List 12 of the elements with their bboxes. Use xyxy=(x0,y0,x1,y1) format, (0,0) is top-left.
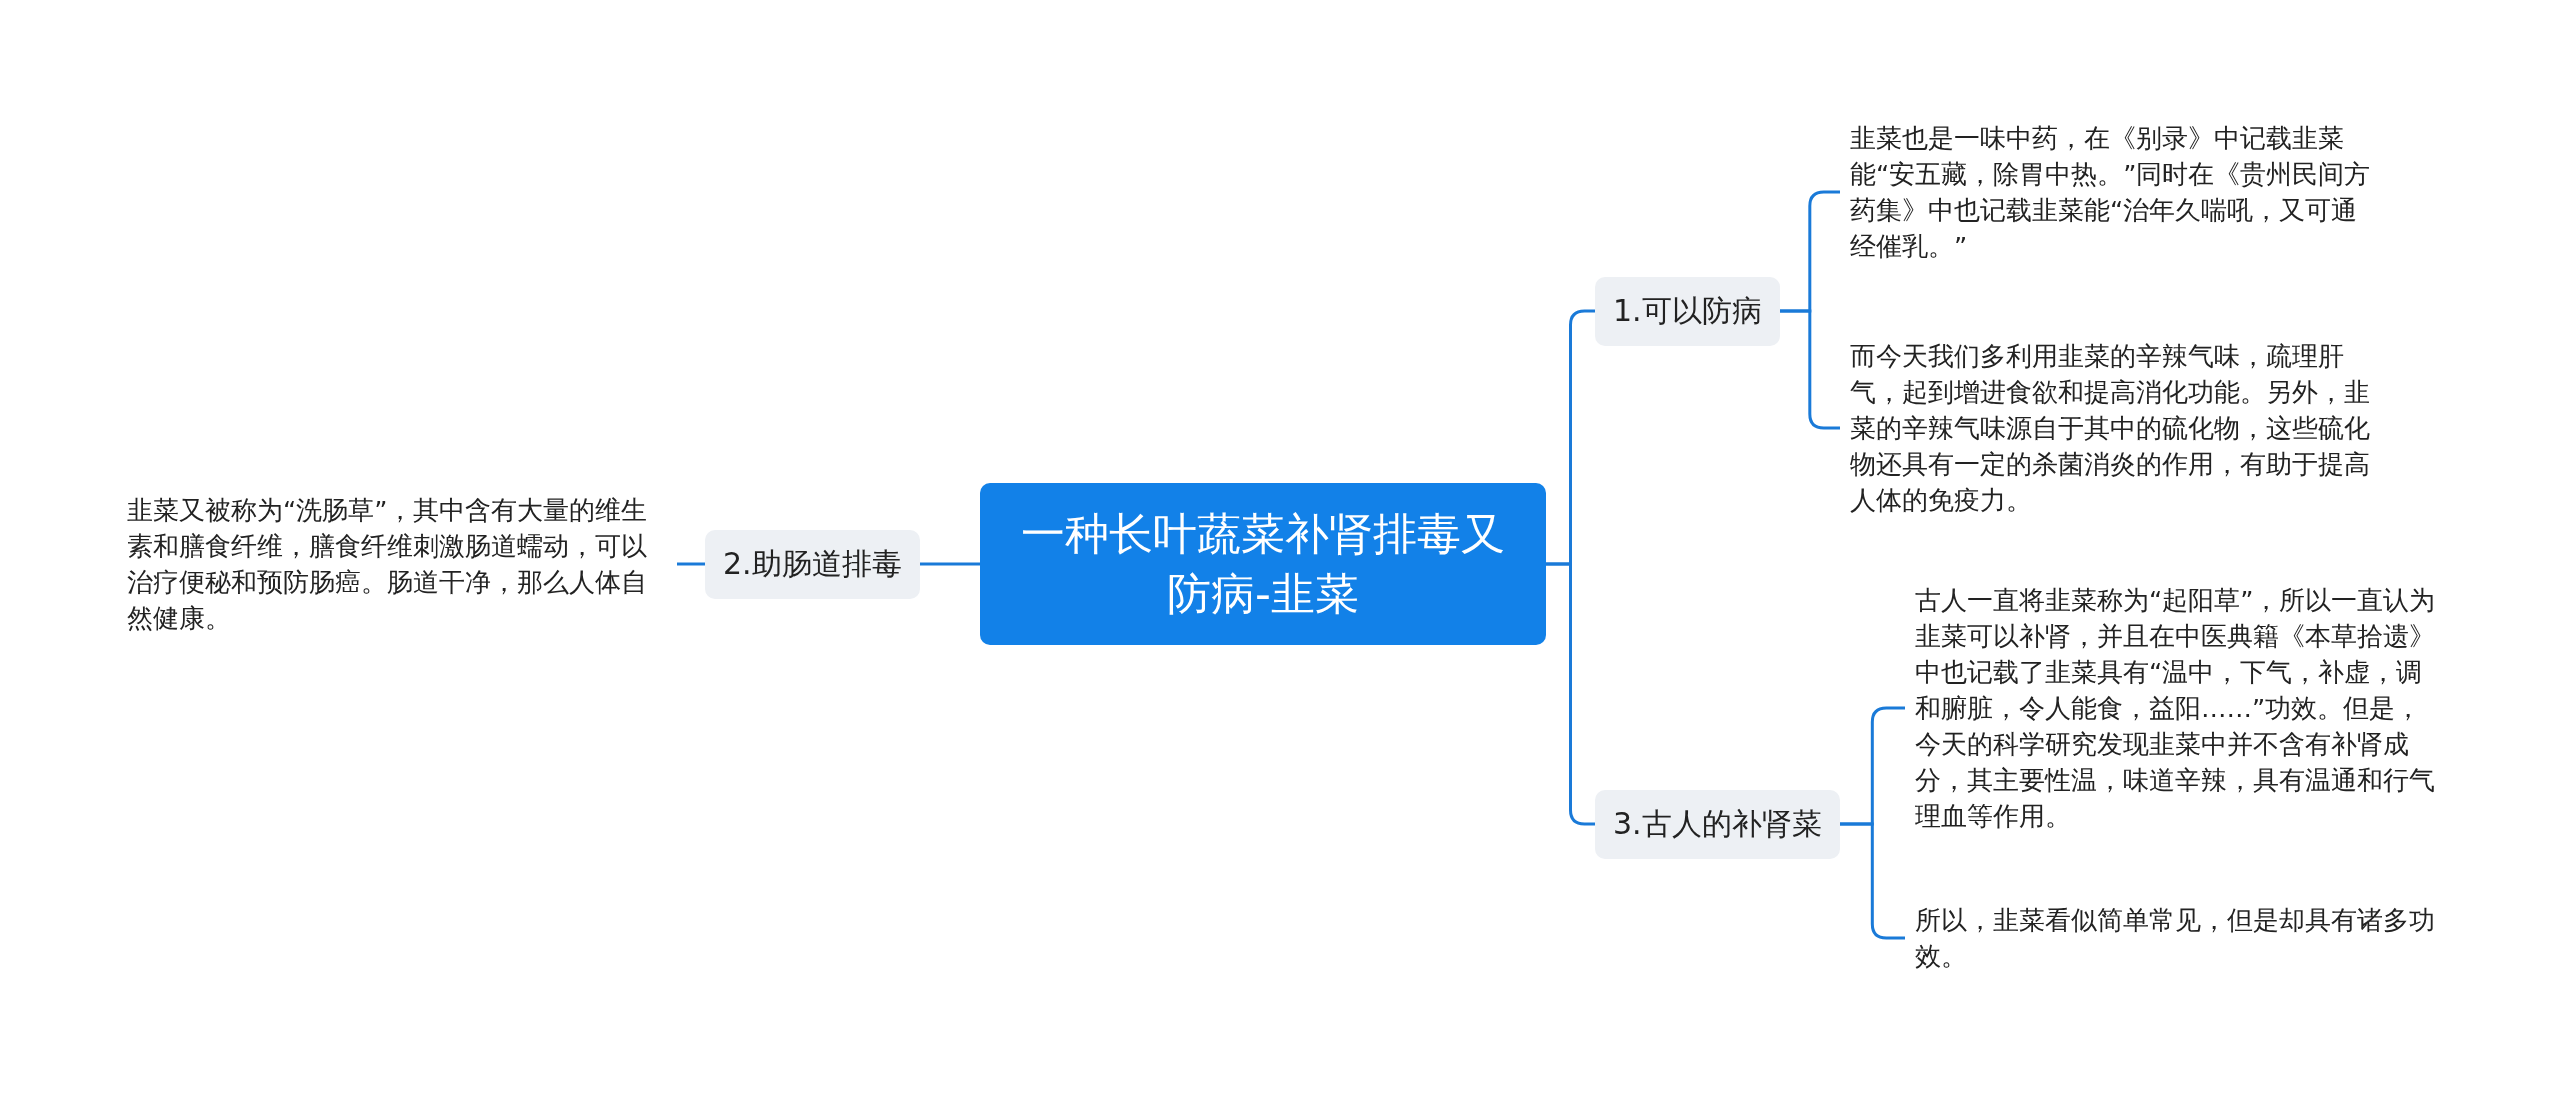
note-text: 韭菜又被称为“洗肠草”，其中含有大量的维生素和膳食纤维，膳食纤维刺激肠道蠕动，可以治疗便秘和预防肠癌。肠道干净，那么人体自然健康。 xyxy=(117,490,677,638)
connector-line xyxy=(1546,562,1595,826)
topic-box: 2.助肠道排毒 xyxy=(705,529,920,599)
connector-line xyxy=(677,562,705,566)
connector-line xyxy=(919,562,980,566)
central-topic-box: 一种长叶蔬菜补肾排毒又防病-韭菜 xyxy=(980,483,1546,645)
note-text: 古人一直将韭菜称为“起阳草”，所以一直认为韭菜可以补肾，并且在中医典籍《本草拾遗》中也记载了韭菜具有“温中，下气，补虚，调和腑脏，令人能食，益阳……”功效。但是，今天的科学研究发现韭菜中并不含有补肾成分，其主要性温，味道辛辣，具有温通和行气理血等作用。 xyxy=(1905,580,2455,836)
note-text: 所以，韭菜看似简单常见，但是却具有诸多功效。 xyxy=(1905,900,2455,976)
topic-box: 1.可以防病 xyxy=(1595,276,1780,346)
note-text: 而今天我们多利用韭菜的辛辣气味，疏理肝气，起到增进食欲和提高消化功能。另外，韭菜的辛辣气味源自于其中的硫化物，这些硫化物还具有一定的杀菌消炎的作用，有助于提高人体的免疫力。 xyxy=(1840,336,2390,520)
note-text: 韭菜也是一味中药，在《别录》中记载韭菜能“安五藏，除胃中热。”同时在《贵州民间方药集》中也记载韭菜能“治年久喘吼，又可通经催乳。” xyxy=(1840,118,2390,266)
topic-box: 3.古人的补肾菜 xyxy=(1595,789,1840,859)
